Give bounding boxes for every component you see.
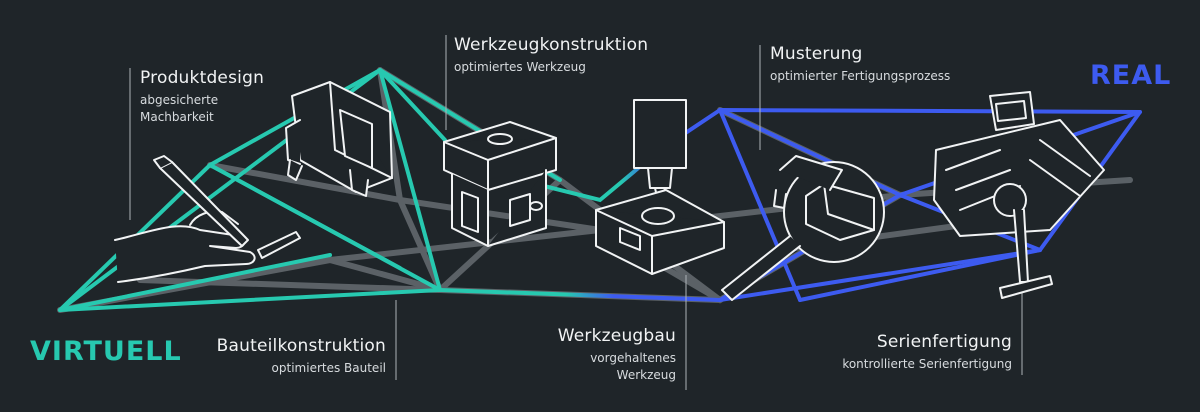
stage-subtitle-line: kontrollierte Serienfertigung: [842, 357, 1012, 371]
stage-subtitle: optimiertes Bauteil: [217, 360, 386, 377]
stage-title: Werkzeugkonstruktion: [454, 35, 649, 55]
stage-title: Serienfertigung: [876, 332, 1012, 352]
transition-network: [438, 108, 722, 302]
leader-lines: [129, 35, 1023, 390]
stage-subtitle: optimiertes Werkzeug: [454, 59, 648, 76]
stage-produktdesign: Produktdesign abgesicherte Machbarkeit: [140, 68, 264, 126]
product-part-icon: [285, 81, 393, 197]
stage-subtitle: kontrollierte Serienfertigung: [842, 356, 1012, 373]
stage-bauteilkonstruktion: Bauteilkonstruktion optimiertes Bauteil: [217, 336, 386, 377]
finished-parts-icon: [933, 91, 1105, 299]
stage-subtitle-line: abgesicherte: [140, 93, 219, 107]
hand-pen-icon: [114, 155, 301, 283]
stage-werkzeugkonstruktion: Werkzeugkonstruktion optimiertes Werkzeu…: [454, 35, 648, 76]
real-label: REAL: [1090, 60, 1172, 91]
stage-title: Produktdesign: [140, 68, 265, 88]
stage-subtitle-line: optimiertes Bauteil: [271, 361, 386, 375]
stage-subtitle-line: optimiertes Werkzeug: [454, 60, 586, 74]
milling-machine-icon: [595, 99, 725, 275]
stage-subtitle: vorgehaltenes Werkzeug: [558, 350, 676, 384]
stage-subtitle-line: Machbarkeit: [140, 110, 214, 124]
stage-subtitle-line: vorgehaltenes: [590, 351, 676, 365]
stage-subtitle-line: optimierter Fertigungsprozess: [770, 69, 951, 83]
stage-subtitle: optimierter Fertigungsprozess: [770, 68, 950, 85]
virtual-label: VIRTUELL: [30, 336, 182, 367]
stage-title: Werkzeugbau: [557, 326, 676, 346]
stage-serienfertigung: Serienfertigung kontrollierte Serienfert…: [842, 332, 1012, 373]
sketch-drawings: [114, 81, 1105, 301]
stage-title: Musterung: [770, 44, 863, 64]
stage-title: Bauteilkonstruktion: [216, 336, 386, 356]
stage-musterung: Musterung optimierter Fertigungsprozess: [770, 44, 950, 85]
magnifier-icon: [721, 155, 885, 301]
stage-subtitle: abgesicherte Machbarkeit: [140, 92, 264, 126]
stage-werkzeugbau: Werkzeugbau vorgehaltenes Werkzeug: [558, 326, 676, 384]
tool-mold-icon: [443, 121, 557, 247]
stage-subtitle-line: Werkzeug: [616, 368, 676, 382]
